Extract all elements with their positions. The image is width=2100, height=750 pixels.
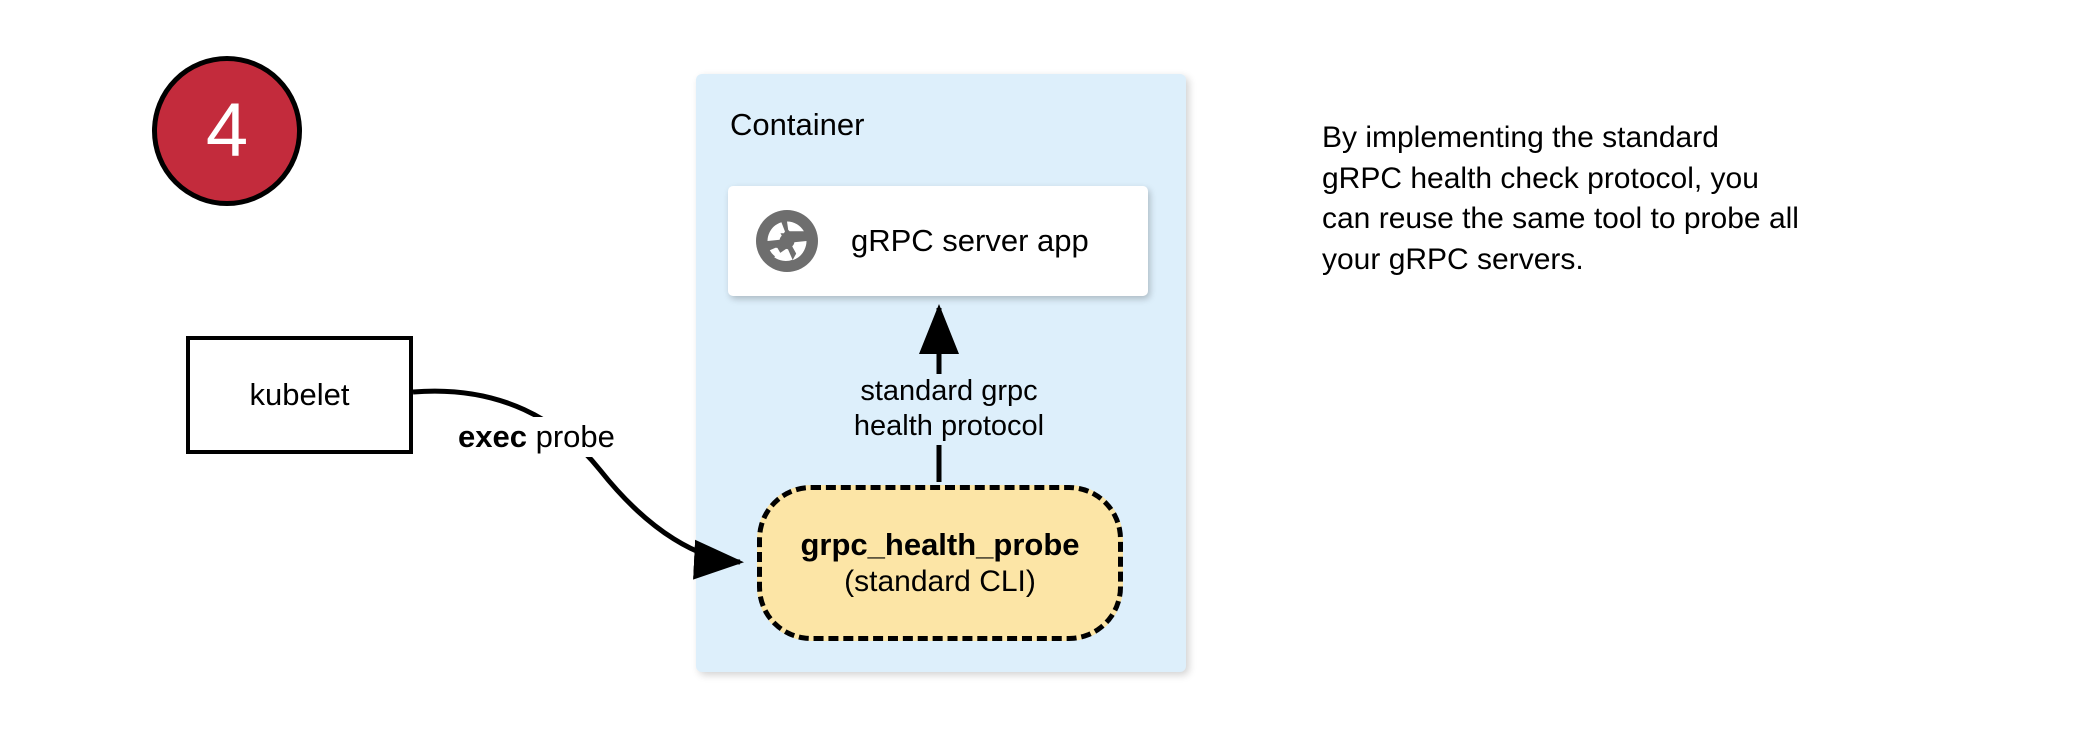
container-label: Container <box>730 107 865 142</box>
grpc-health-probe-title: grpc_health_probe <box>800 527 1080 563</box>
note-line-3: can reuse the same tool to probe all <box>1322 202 1799 235</box>
kubelet-label: kubelet <box>249 377 350 412</box>
exec-probe-edge-label: exec probe <box>452 417 621 457</box>
health-protocol-line-1: standard grpc <box>860 375 1038 407</box>
grpc-aperture-icon <box>755 209 819 273</box>
note-line-2: gRPC health check protocol, you <box>1322 161 1759 195</box>
exec-probe-rest-text: probe <box>526 419 615 454</box>
grpc-server-app-label: gRPC server app <box>851 223 1089 258</box>
note-line-4: your gRPC servers. <box>1322 242 1584 276</box>
grpc-health-probe-subtitle: (standard CLI) <box>844 564 1036 598</box>
kubelet-node: kubelet <box>186 336 413 454</box>
explanatory-note: By implementing the standard gRPC health… <box>1322 118 1892 280</box>
health-protocol-line-2: health protocol <box>853 410 1045 443</box>
health-protocol-edge-label: standard grpc health protocol <box>829 374 1069 445</box>
grpc-server-app-node: gRPC server app <box>728 186 1148 296</box>
grpc-health-probe-node: grpc_health_probe (standard CLI) <box>757 485 1123 641</box>
step-number-text: 4 <box>205 88 249 173</box>
note-line-1: By implementing the standard <box>1322 121 1719 154</box>
exec-probe-bold-text: exec <box>458 419 527 454</box>
step-number-badge: 4 <box>152 56 302 206</box>
